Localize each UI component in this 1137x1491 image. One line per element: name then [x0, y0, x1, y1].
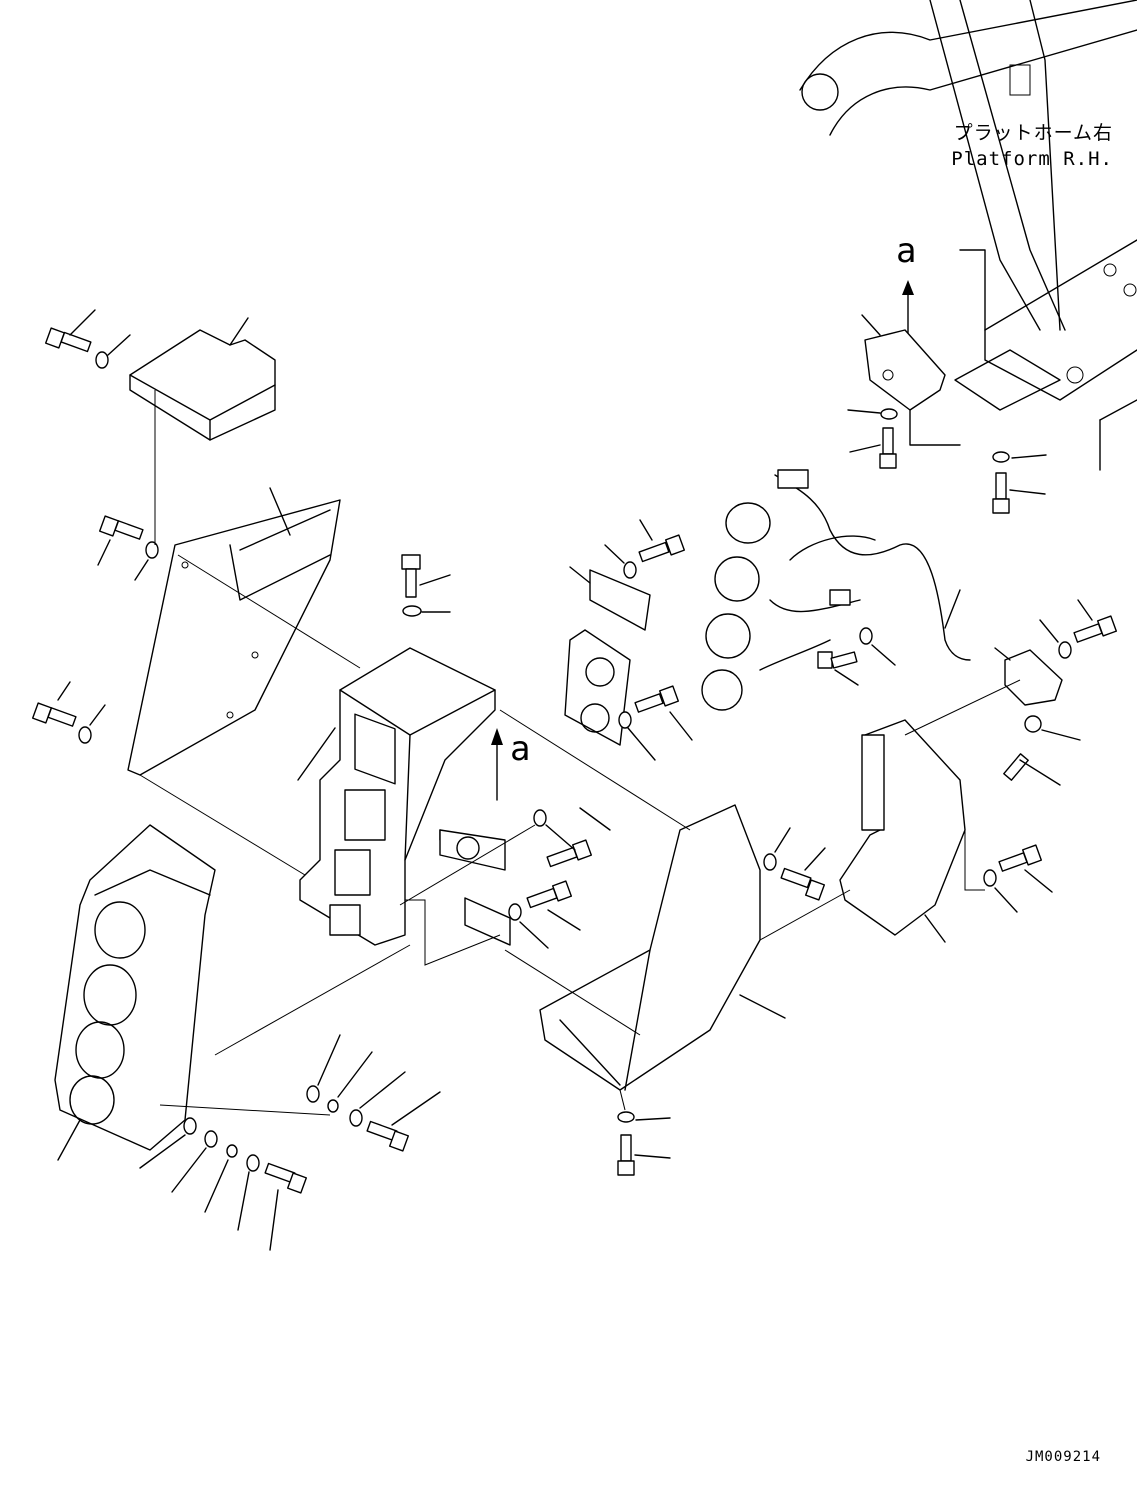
washer	[763, 853, 777, 871]
gauge-housing	[54, 824, 216, 1161]
fasteners	[31, 309, 1118, 1251]
wiring-harness	[701, 469, 971, 711]
washer	[618, 711, 632, 729]
bolt	[849, 427, 897, 469]
bolt	[526, 880, 581, 931]
bolt	[638, 519, 686, 563]
bolt	[366, 1091, 441, 1152]
left-side-panel	[127, 487, 341, 776]
figure-id: JM009214	[1025, 1449, 1101, 1465]
bolt	[401, 554, 451, 598]
washer	[349, 1109, 363, 1127]
view-reference-a-upper: a	[896, 231, 916, 346]
bolt	[1073, 599, 1118, 643]
platform-bracket	[861, 314, 961, 446]
bolt	[31, 681, 77, 727]
washer	[983, 869, 997, 887]
washer	[402, 605, 422, 617]
bolt	[617, 1134, 671, 1176]
bolt	[44, 309, 96, 353]
washer	[78, 726, 92, 744]
bolt	[546, 807, 611, 868]
washer	[1058, 641, 1072, 659]
washer	[859, 627, 873, 645]
washer	[533, 809, 547, 827]
washer	[1024, 715, 1042, 733]
bolt	[634, 685, 693, 741]
platform-label-jp: プラットホーム右	[953, 122, 1113, 144]
platform-label-en: Platform R.H.	[951, 148, 1113, 170]
washer	[617, 1111, 635, 1123]
washer	[204, 1130, 218, 1148]
right-bracket	[539, 804, 786, 1091]
washer	[306, 1085, 320, 1103]
bolt	[780, 847, 826, 901]
washer	[183, 1117, 197, 1135]
bolt	[992, 472, 1046, 514]
gauge-gasket	[564, 566, 651, 746]
bolt	[817, 651, 859, 686]
bolt	[998, 844, 1053, 893]
view-ref-lower-label: a	[510, 729, 530, 769]
alignment-lines	[139, 390, 1021, 1116]
washer	[95, 351, 109, 369]
platform-frame	[799, 0, 1137, 471]
view-reference-a-lower: a	[491, 728, 530, 801]
washer	[145, 541, 159, 559]
mounting-bracket-right	[839, 719, 966, 943]
center-bracket	[297, 647, 496, 946]
rear-gauge-plate	[439, 829, 511, 946]
bolt	[97, 515, 144, 566]
washer	[623, 561, 637, 579]
washer	[327, 1099, 339, 1113]
washer	[226, 1144, 238, 1158]
cable-clamp	[994, 647, 1063, 706]
top-cover-plate	[129, 317, 276, 441]
platform-callout: プラットホーム右 Platform R.H.	[951, 120, 1113, 172]
bolt	[1003, 753, 1061, 786]
washer	[880, 408, 898, 420]
washer	[992, 451, 1010, 463]
bolt	[264, 1162, 308, 1251]
washer	[246, 1154, 260, 1172]
view-ref-upper-label: a	[896, 231, 916, 271]
washer	[508, 903, 522, 921]
